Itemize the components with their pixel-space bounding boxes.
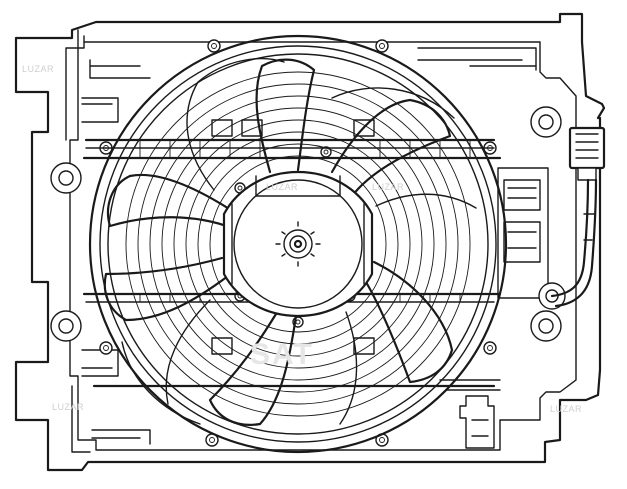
hub-center-cap [275, 221, 321, 267]
fan-blades [103, 57, 477, 426]
watermark-text-bottom-right: LUZAR [550, 404, 582, 414]
watermark: SAT LUZAR LUZAR LUZAR LUZAR LUZAR [22, 64, 582, 414]
motor-hub [222, 170, 374, 318]
watermark-logo: SAT [250, 338, 314, 371]
wiring-harness [550, 178, 598, 308]
mounting-hole-bottom-right [530, 310, 562, 342]
watermark-text-top-left: LUZAR [22, 64, 54, 74]
shroud-frame [14, 12, 606, 472]
mounting-hole-top-left [50, 162, 82, 194]
mounting-hole-bottom-left [50, 310, 82, 342]
watermark-text-bottom-left: LUZAR [52, 402, 84, 412]
mounting-hole-top-right [530, 106, 562, 138]
fan-guard-rings [88, 34, 508, 454]
mounting-holes [50, 39, 566, 447]
watermark-text-center: LUZAR [266, 182, 298, 192]
watermark-text-right: LUZAR [372, 182, 404, 192]
